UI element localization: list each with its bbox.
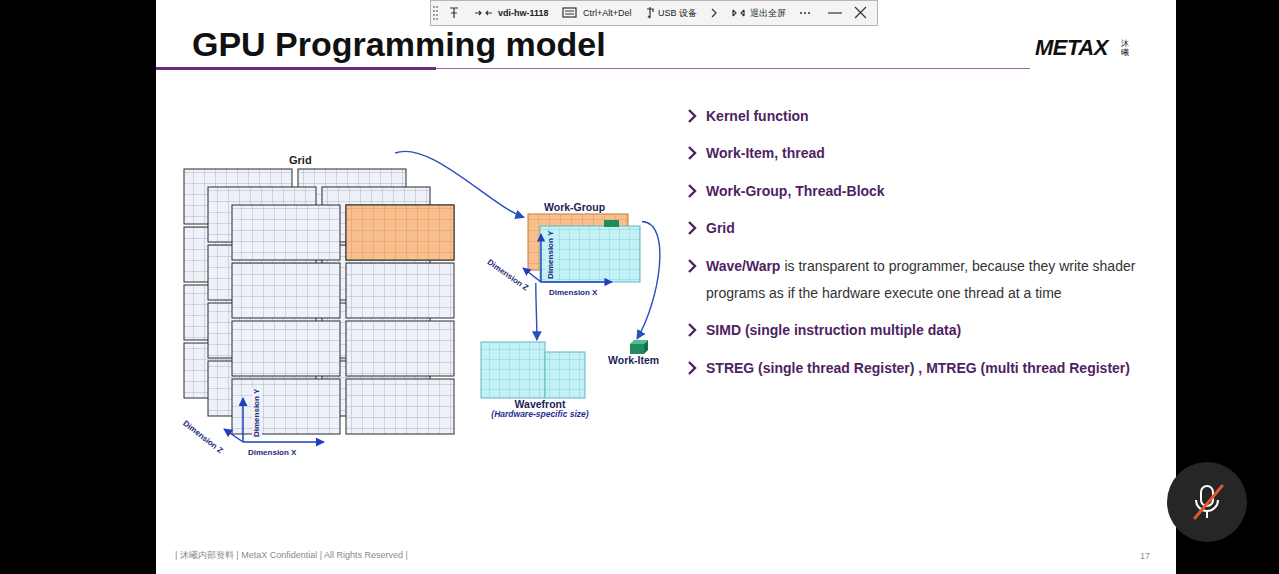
axis-label: Dimension Y <box>252 388 262 438</box>
wavefront-node: Wavefront(Hardware-specific size) <box>478 340 602 422</box>
work-group-node: Work-Group <box>524 201 642 283</box>
node-label: Work-Group <box>544 201 605 213</box>
axis-label: Dimension X <box>247 448 297 458</box>
remote-toolbar <box>431 1 878 26</box>
work-group-block <box>528 214 640 282</box>
node-label: Work-Item <box>608 354 659 366</box>
page-number: 17 <box>1140 551 1150 562</box>
bullet-text: Work-Item, thread <box>706 144 825 162</box>
bullet-text: Kernel function <box>706 107 809 125</box>
axis-label: Dimension Z <box>180 418 226 457</box>
connector-arrow <box>536 283 537 340</box>
mic-button <box>1167 462 1247 542</box>
bullet-chevrons <box>689 110 695 374</box>
toolbar-item: Ctrl+Alt+Del <box>583 8 632 19</box>
axis-label: Dimension Z <box>484 257 531 294</box>
host-name: vdi-hw-1118 <box>498 8 549 19</box>
footer-text: | 沐曦内部资料 | MetaX Confidential | All Righ… <box>175 550 408 561</box>
title-rule <box>156 67 1030 70</box>
toolbar-item: USB 设备 <box>658 8 697 19</box>
grid-node: Grid <box>183 153 455 437</box>
logo-chinese: 沐曦 <box>1121 40 1129 58</box>
connector-arrow <box>395 151 524 217</box>
bullet-text: Work-Group, Thread-Block <box>706 182 885 200</box>
bullet-text: SIMD (single instruction multiple data) <box>706 321 961 339</box>
slide-title: GPU Programming model <box>192 26 606 63</box>
work-item-node: Work-Item <box>606 339 668 368</box>
toolbar-item: 退出全屏 <box>750 8 786 19</box>
node-label: Grid <box>289 154 312 167</box>
work-item-cube <box>630 340 648 354</box>
bullet-text: Grid <box>706 219 735 237</box>
wavefront-block <box>481 342 585 398</box>
node-label: Wavefront <box>478 398 602 410</box>
bullet-term: Wave/Warp <box>706 258 780 274</box>
slide-background <box>156 0 1176 574</box>
bullet-line: Wave/Warpis transparent to programmer, b… <box>706 253 1166 307</box>
bullet-text: STREG (single thread Register) , MTREG (… <box>706 359 1130 377</box>
node-label: (Hardware-specific size) <box>478 409 602 420</box>
connector-arrow <box>637 222 660 340</box>
axis-label: Dimension X <box>548 288 598 298</box>
work-group-axes <box>523 234 612 282</box>
logo-text: METAX <box>1035 36 1108 60</box>
grid-axes <box>224 398 324 442</box>
grid-cube <box>184 169 454 434</box>
axis-label: Dimension Y <box>546 230 556 280</box>
